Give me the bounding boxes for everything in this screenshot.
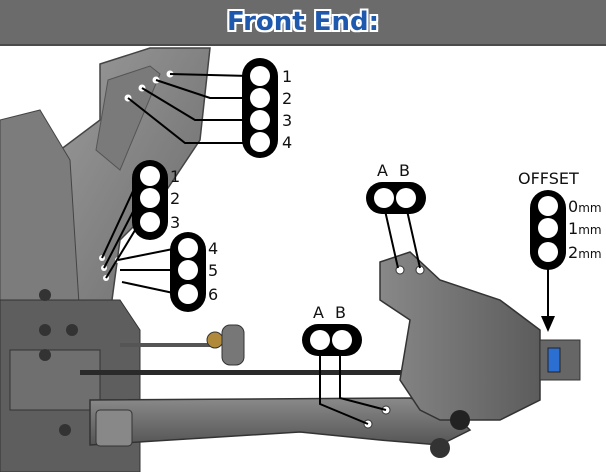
arm-label-b: B: [335, 303, 346, 322]
shock-tower-cutout: [95, 65, 161, 171]
offset-arrow: [541, 268, 555, 332]
steering-block: [379, 251, 541, 421]
leader-lines-arm: [319, 350, 387, 425]
rod-end: [206, 331, 224, 349]
screw-head: [66, 324, 78, 336]
arm-mount-block: [95, 409, 133, 447]
side-hole-label-1: 1: [170, 167, 180, 186]
steering-label-a: A: [377, 161, 388, 180]
leader-lines-top: [127, 73, 251, 144]
screw-head: [39, 289, 51, 301]
top-hole-label-2: 2: [282, 89, 292, 108]
callout-top-holes: 1 2 3 4: [242, 58, 292, 158]
kingpin-screw: [450, 410, 470, 430]
callout-arm-mount: A B: [302, 303, 362, 356]
chassis-block: [9, 349, 101, 411]
kingpin-screw: [430, 438, 450, 458]
steering-label-b: B: [399, 161, 410, 180]
offset-2mm: 2mm: [568, 243, 602, 262]
arm-label-a: A: [313, 303, 324, 322]
title-bar: Front End:: [0, 0, 606, 46]
rod-end-body: [221, 324, 245, 366]
top-hole-label-1: 1: [282, 67, 292, 86]
lower-suspension-arm: [89, 397, 472, 446]
screw-head: [39, 349, 51, 361]
tie-rod: [80, 370, 440, 375]
top-hole-label-3: 3: [282, 111, 292, 130]
side-hole-label-6: 6: [208, 285, 218, 304]
side-hole-label-2: 2: [170, 189, 180, 208]
callout-side-holes-upper: 1 2 3: [132, 160, 180, 240]
screw-head: [59, 424, 71, 436]
offset-title: OFFSET: [518, 169, 579, 188]
hex-hub: [547, 347, 561, 373]
top-hole-label-4: 4: [282, 133, 292, 152]
side-hole-label-3: 3: [170, 213, 180, 232]
leader-lines-steering: [383, 205, 421, 269]
side-hole-label-4: 4: [208, 239, 218, 258]
callout-side-holes-lower: 4 5 6: [170, 232, 218, 312]
offset-1mm: 1mm: [568, 219, 602, 238]
callout-steering-block: A B: [366, 161, 426, 214]
offset-0mm: 0mm: [568, 197, 602, 216]
side-hole-label-5: 5: [208, 261, 218, 280]
screw-head: [39, 324, 51, 336]
callout-offset: OFFSET 0mm 1mm 2mm: [518, 169, 602, 270]
camber-link-rod: [120, 343, 220, 347]
page-title: Front End:: [226, 7, 380, 37]
